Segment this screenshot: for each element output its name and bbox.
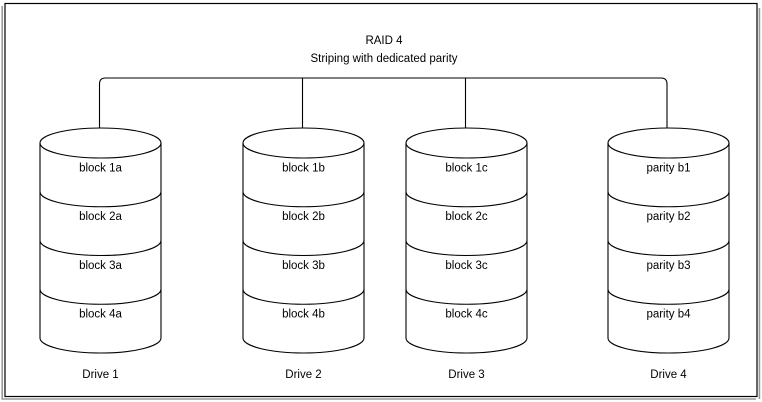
drive-label: Drive 3 (448, 369, 484, 381)
cylinder-body (405, 127, 528, 354)
segment-divider (405, 191, 528, 208)
drive-2: block 1b block 2b block 3b block 4b Drive 2 (242, 127, 365, 381)
segment-divider (607, 191, 730, 208)
drive-1: block 1a block 2a block 3a block 4a Drive 1 (39, 127, 162, 381)
block-label: parity b3 (646, 260, 690, 272)
segment-divider (405, 239, 528, 257)
block-label: block 3a (79, 260, 122, 272)
cylinder-top-lip (607, 142, 730, 159)
frame-shadow-edge (1, 6, 756, 400)
block-label: block 2c (445, 211, 487, 223)
drive-label: Drive 4 (650, 369, 687, 381)
block-label: block 4a (79, 309, 122, 321)
block-label: block 1c (445, 162, 487, 174)
block-label: block 4b (282, 309, 325, 321)
block-label: block 2b (282, 211, 325, 223)
drive-label: Drive 2 (285, 369, 321, 381)
segment-divider (39, 239, 162, 257)
title-line-2: Striping with dedicated parity (310, 53, 457, 65)
segment-divider (242, 191, 365, 208)
block-label: block 3b (282, 260, 325, 272)
drive-label: Drive 1 (82, 369, 118, 381)
drive-3: block 1c block 2c block 3c block 4c Drive 3 (405, 127, 528, 381)
block-label: parity b2 (646, 211, 690, 223)
cylinder-body (39, 127, 162, 354)
segment-divider (39, 288, 162, 305)
block-label: parity b4 (646, 309, 691, 321)
segment-divider (39, 191, 162, 208)
segment-divider (607, 239, 730, 257)
drive-4: parity b1 parity b2 parity b3 parity b4 Driv… (607, 127, 730, 381)
block-label: block 2a (79, 211, 122, 223)
block-label: parity b1 (646, 162, 690, 174)
cylinder-top-lip (39, 142, 162, 159)
title-line-1: RAID 4 (365, 35, 403, 47)
frame-outline (4, 2, 758, 398)
block-label: block 1a (79, 162, 122, 174)
segment-divider (405, 288, 528, 305)
bus-rail (98, 77, 668, 131)
segment-divider (242, 288, 365, 305)
cylinder-top-lip (405, 142, 528, 159)
cylinder-body (607, 127, 730, 354)
cylinder-top-lip (242, 142, 365, 159)
cylinder-body (242, 127, 365, 354)
controller-bus (98, 77, 668, 131)
segment-divider (607, 288, 730, 305)
segment-divider (242, 239, 365, 257)
block-label: block 3c (445, 260, 487, 272)
block-label: block 1b (282, 162, 325, 174)
diagram-title: RAID 4 Striping with dedicated parity (310, 35, 457, 65)
block-label: block 4c (445, 309, 487, 321)
